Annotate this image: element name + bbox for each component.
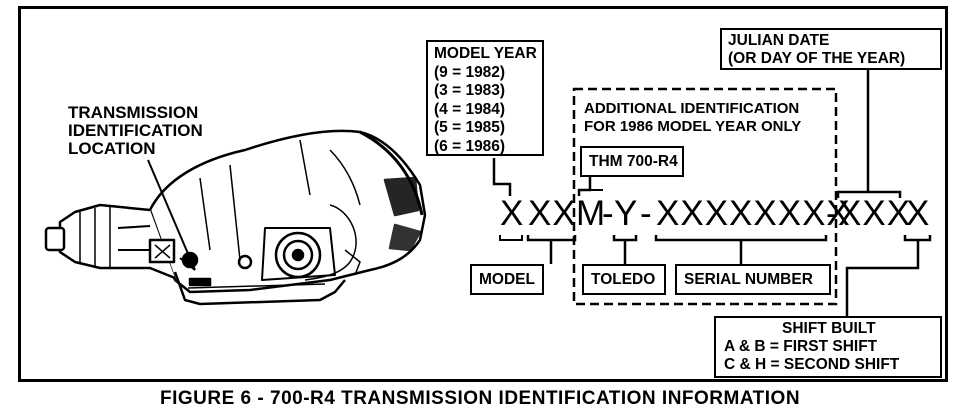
shift-built-row: C & H = SECOND SHIFT [724,356,900,373]
model-year-title: MODEL YEAR [434,45,537,62]
julian-date-box: JULIAN DATE (OR DAY OF THE YEAR) [720,28,942,70]
location-label-line-1: TRANSMISSION [68,103,199,122]
model-year-row: (5 = 1985) [434,119,506,136]
code-serial: XXXXXXXX [656,194,851,233]
model-year-row: (4 = 1984) [434,100,506,118]
location-label-line-3: LOCATION [68,138,156,158]
shift-built-title: SHIFT BUILT [782,320,876,337]
shift-built-box: SHIFT BUILT A & B = FIRST SHIFT C & H = … [714,316,942,378]
toledo-label: TOLEDO [591,271,656,288]
model-box: MODEL [470,264,544,295]
additional-id-dashed-box [572,87,838,306]
serial-number-box: SERIAL NUMBER [675,264,831,295]
additional-id-line-1: ADDITIONAL IDENTIFICATION [584,100,800,117]
thm-700r4-box: THM 700-R4 [580,146,684,177]
location-label: TRANSMISSION IDENTIFICATION LOCATION [68,104,203,158]
shift-built-row: A & B = FIRST SHIFT [724,338,878,355]
diagram-frame [18,6,948,382]
serial-number-label: SERIAL NUMBER [684,271,813,288]
model-year-row: (9 = 1982) [434,63,506,81]
model-label: MODEL [479,271,535,288]
julian-date-subtitle: (OR DAY OF THE YEAR) [728,50,906,67]
code-model: XX [528,194,577,233]
model-year-row: (6 = 1986) [434,137,506,155]
code-separator: - [602,194,615,233]
thm-700r4-label: THM 700-R4 [589,153,678,170]
location-label-line-2: IDENTIFICATION [68,120,203,140]
toledo-box: TOLEDO [582,264,666,295]
code-plant: Y [614,194,639,233]
code-separator: - [826,194,839,233]
code-julian: XXX [838,194,912,233]
model-year-box: MODEL YEAR (9 = 1982) (3 = 1983) (4 = 19… [426,40,544,156]
additional-id-label: ADDITIONAL IDENTIFICATION FOR 1986 MODEL… [584,100,801,136]
julian-date-title: JULIAN DATE [728,32,830,49]
code-shift: X [906,194,931,233]
additional-id-line-2: FOR 1986 MODEL YEAR ONLY [584,118,802,135]
code-m: M [576,194,607,233]
code-separator: - [640,194,653,233]
figure-caption: FIGURE 6 - 700-R4 TRANSMISSION IDENTIFIC… [160,388,801,409]
code-year: X [500,194,525,233]
model-year-row: (3 = 1983) [434,82,506,99]
